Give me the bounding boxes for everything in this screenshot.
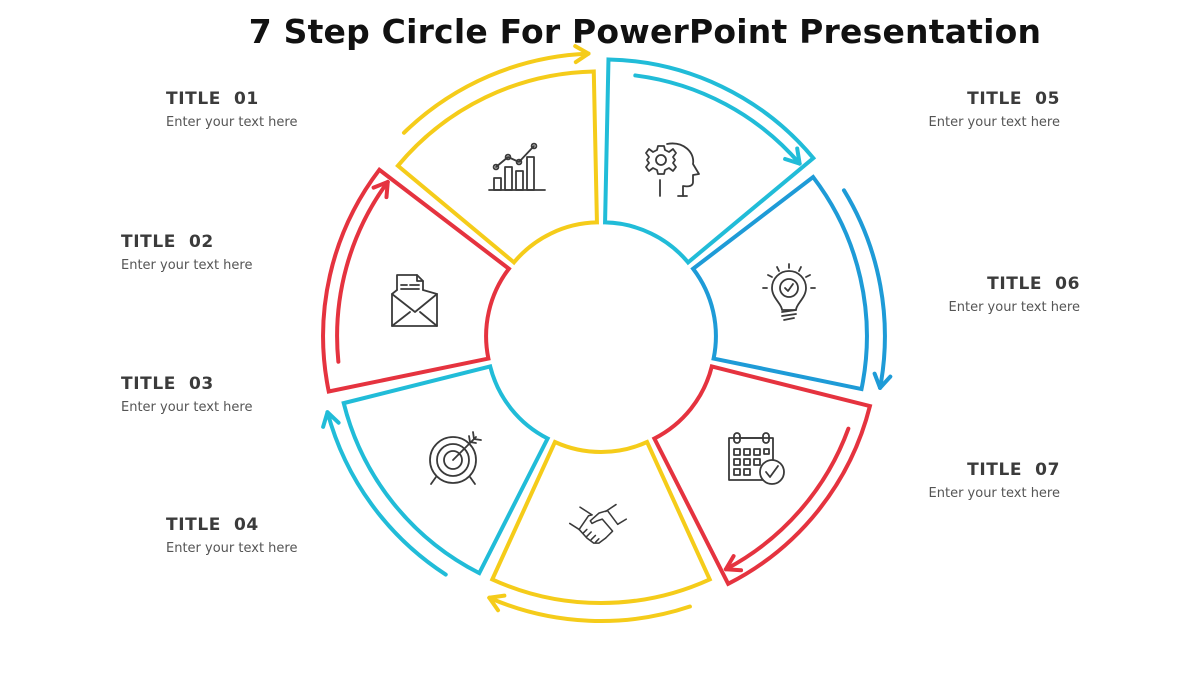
step-description: Enter your text here <box>166 115 298 130</box>
arrowhead-icon <box>723 554 744 573</box>
segment-step-05 <box>603 57 817 266</box>
step-title: TITLE 03 <box>121 374 214 394</box>
flow-arrow-icon <box>325 410 448 577</box>
segment-step-07 <box>651 364 873 587</box>
flow-arrow-icon <box>723 426 851 572</box>
arrowhead-icon <box>371 179 390 200</box>
step-label-05: TITLE 05 Enter your text here <box>820 89 1060 130</box>
step-description: Enter your text here <box>121 258 253 273</box>
step-description: Enter your text here <box>166 541 298 556</box>
page-title: 7 Step Circle For PowerPoint Presentatio… <box>248 12 1042 51</box>
step-label-06: TITLE 06 Enter your text here <box>840 274 1080 315</box>
arrowhead-icon <box>872 371 893 390</box>
segment-step-04 <box>489 439 713 605</box>
step-description: Enter your text here <box>948 300 1080 315</box>
calendar-check-icon <box>725 430 785 490</box>
lightbulb-check-icon <box>760 262 820 322</box>
flow-arrow-icon <box>633 73 802 166</box>
segment-step-06 <box>690 174 869 392</box>
step-title: TITLE 07 <box>967 460 1060 480</box>
step-label-02: TITLE 02 Enter your text here <box>121 232 361 273</box>
step-title: TITLE 04 <box>166 515 259 535</box>
segment-step-02 <box>321 166 512 394</box>
envelope-letter-icon <box>385 270 445 330</box>
step-title: TITLE 05 <box>967 89 1060 109</box>
arrowhead-icon <box>573 44 591 65</box>
step-title: TITLE 02 <box>121 232 214 252</box>
handshake-icon <box>568 496 628 556</box>
step-label-07: TITLE 07 Enter your text here <box>820 460 1060 501</box>
step-description: Enter your text here <box>928 115 1060 130</box>
arrowhead-icon <box>487 593 507 613</box>
bar-chart-trend-icon <box>486 138 546 198</box>
flow-arrow-icon <box>487 595 692 623</box>
step-title: TITLE 06 <box>987 274 1080 294</box>
segment-step-01 <box>395 69 599 266</box>
segment-step-03 <box>341 364 551 576</box>
step-description: Enter your text here <box>928 486 1060 501</box>
flow-arrow-icon <box>401 51 591 135</box>
head-gear-icon <box>643 140 703 200</box>
target-arrow-icon <box>424 430 484 490</box>
flow-arrow-icon <box>335 179 390 364</box>
step-title: TITLE 01 <box>166 89 259 109</box>
step-description: Enter your text here <box>121 400 253 415</box>
step-label-01: TITLE 01 Enter your text here <box>166 89 406 130</box>
arrowhead-icon <box>321 410 341 429</box>
step-label-03: TITLE 03 Enter your text here <box>121 374 361 415</box>
step-label-04: TITLE 04 Enter your text here <box>166 515 406 556</box>
flow-arrow-icon <box>841 188 887 390</box>
arrowhead-icon <box>783 146 802 166</box>
